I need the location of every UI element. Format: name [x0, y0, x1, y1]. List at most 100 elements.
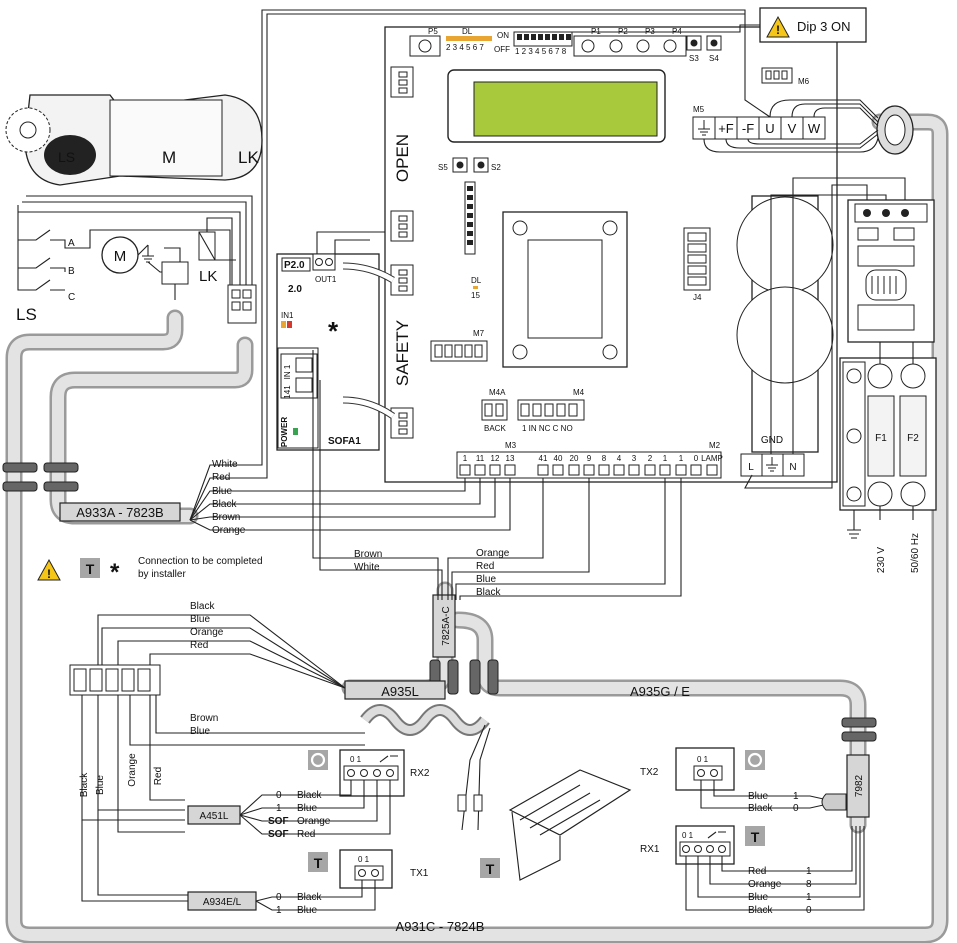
m5-term-u: U [765, 121, 774, 136]
svg-text:T: T [751, 829, 760, 845]
cable-tag-7825 [432, 594, 456, 658]
m4-terms: 1 IN NC C NO [522, 424, 573, 433]
rx1-row0-color: Red [748, 866, 766, 877]
svg-text:13: 13 [506, 454, 515, 463]
sofa-module: P2.0 2.0 OUT1 IN1 IN 1 141 POWER SOFA1 * [276, 231, 395, 451]
a451l-label: A451L [200, 811, 229, 822]
a933a-wire-brown: Brown [212, 512, 240, 523]
m2-label: M2 [709, 441, 721, 450]
svg-text:20: 20 [570, 454, 579, 463]
out1-terminal [312, 253, 336, 271]
back-label: BACK [484, 424, 506, 433]
capacitor-1 [736, 196, 834, 294]
rx2-device: 0 1 RX2 A451L 0 Black 1 Blue SOF Orange … [187, 749, 430, 840]
m5-label: M5 [693, 105, 705, 114]
cable-tag-a935l [344, 680, 446, 700]
limit-switch-schematic: A B C LS M LK [16, 195, 257, 324]
dl15-label: DL [471, 276, 482, 285]
svg-text:2: 2 [648, 454, 653, 463]
a934e-label: A934E/L [203, 897, 242, 908]
rx2-row1-color: Blue [297, 803, 317, 814]
m5-term-w: W [808, 121, 821, 136]
cable-label-7982: 7982 [854, 774, 865, 797]
m7-label: M7 [473, 329, 485, 338]
rx2-terms: 0 1 [350, 755, 362, 764]
motor-illustration: LS M LK [5, 94, 263, 186]
motor-symbol-label: M [114, 248, 127, 265]
a935l-wires: Black Blue Orange Red Brown Blue Black B… [69, 601, 365, 833]
switch-b-label: B [68, 266, 75, 277]
s5-label: S5 [438, 163, 448, 172]
c7825-wire-orange: Orange [476, 548, 510, 559]
motor-lk-label: LK [238, 148, 259, 167]
sofa1-label: SOFA1 [328, 436, 361, 447]
dl-leds [446, 36, 492, 41]
cable-tag-a933a [59, 502, 181, 522]
m4-label: M4 [573, 388, 585, 397]
tx2-row1-color: Black [748, 803, 773, 814]
svg-text:41: 41 [539, 454, 548, 463]
cable-tag-7982 [846, 754, 870, 818]
tx1-row1-color: Blue [297, 905, 317, 916]
warning-icon [766, 15, 790, 38]
vert-wire-black: Black [79, 772, 90, 797]
m4a-label: M4A [489, 388, 506, 397]
rx1-row2-color: Blue [748, 892, 768, 903]
svg-text:11: 11 [476, 454, 485, 463]
a935l-wire-black: Black [190, 601, 215, 612]
t-badge-label: T [86, 561, 95, 577]
power-led [293, 428, 298, 435]
terminal-n-label: N [789, 462, 796, 473]
tx2-device: 0 1 TX2 Blue 1 Black 0 [640, 747, 847, 814]
rx2-row1-num: 1 [276, 803, 282, 814]
c7825-wires: Brown White Orange Red Blue Black [312, 350, 682, 600]
rx1-row2-num: 1 [806, 892, 812, 903]
p20-label: P2.0 [284, 260, 305, 271]
svg-text:T: T [314, 855, 323, 871]
rx2-label: RX2 [410, 768, 430, 779]
a933a-wire-white: White [212, 459, 238, 470]
ground-icon [142, 245, 154, 263]
motor-wires [703, 99, 879, 153]
power-label: POWER [280, 417, 289, 447]
lk-symbol-label: LK [199, 268, 217, 285]
c7825-wire-red: Red [476, 561, 494, 572]
out1-label: OUT1 [315, 275, 337, 284]
cable-label-a935l: A935L [381, 684, 419, 699]
tx1-row0-color: Black [297, 892, 322, 903]
rx2-row2-num: SOF [268, 816, 289, 827]
f1-label: F1 [875, 433, 887, 444]
v20-label: 2.0 [288, 284, 302, 295]
svg-text:0: 0 [694, 454, 699, 463]
rx1-device: 0 1 RX1 T Red 1 Orange 8 Blue 1 Black 0 [640, 825, 865, 916]
tx1-terms: 0 1 [358, 855, 370, 864]
rx2-row3-num: SOF [268, 829, 289, 840]
svg-text:8: 8 [602, 454, 607, 463]
tx1-label: TX1 [410, 868, 429, 879]
switch-a-label: A [68, 238, 75, 249]
dip-note-text: Dip 3 ON [797, 19, 850, 34]
rx1-row3-num: 0 [806, 905, 812, 916]
cable-label-7825: 7825A-C [441, 606, 452, 645]
dip-numbers: 1 2 3 4 5 6 7 8 [515, 47, 567, 56]
tx1-row1-num: 1 [276, 905, 282, 916]
a933a-wire-orange: Orange [212, 525, 246, 536]
j4-label: J4 [693, 293, 702, 302]
svg-text:1: 1 [463, 454, 468, 463]
edge-profile [508, 769, 632, 836]
v141-label: 141 [283, 385, 292, 399]
t-badge-icon [745, 826, 765, 846]
vert-wire-red: Red [153, 767, 164, 785]
tx2-label: TX2 [640, 767, 659, 778]
s2-label: S2 [491, 163, 501, 172]
m5-term-v: V [788, 121, 797, 136]
in1-label: IN1 [281, 311, 294, 320]
m3-label: M3 [505, 441, 517, 450]
control-board: P5 DL 2 3 4 5 6 7 ON OFF 1 2 3 4 5 6 7 8… [384, 26, 838, 483]
t-badge-icon [308, 852, 328, 872]
a935l-wire-blue2: Blue [190, 726, 210, 737]
m5-term-plus-f: +F [718, 121, 734, 136]
svg-text:12: 12 [491, 454, 500, 463]
installer-note: ! T * Connection to be completed by inst… [37, 556, 263, 586]
